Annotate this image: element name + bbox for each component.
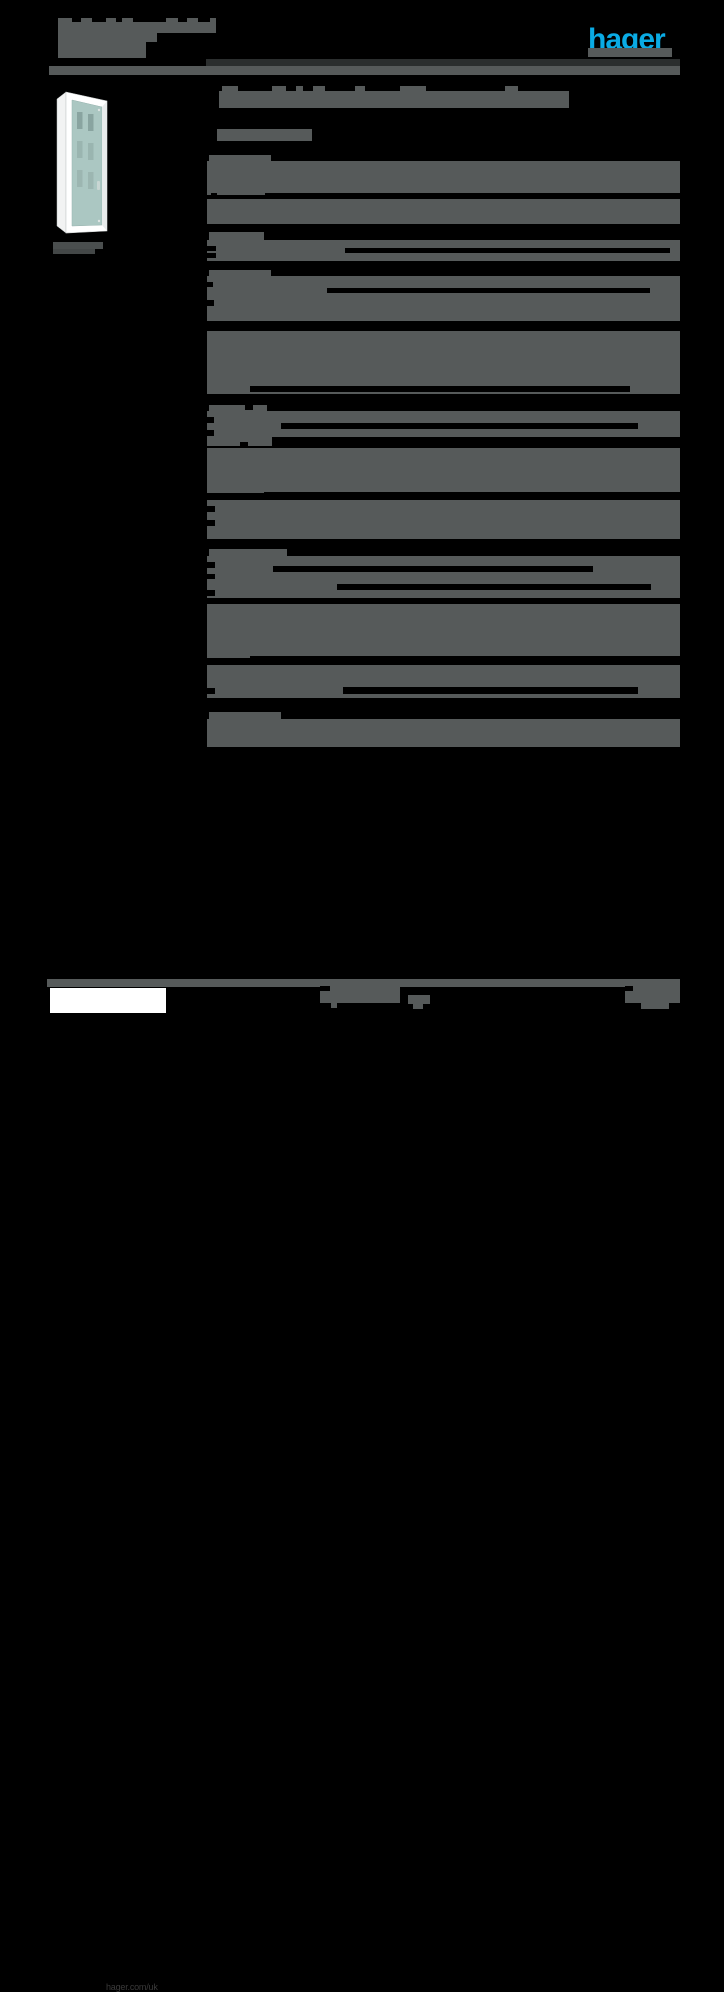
page-subtitle	[217, 129, 312, 141]
title-notch	[72, 18, 81, 22]
row-gap	[207, 430, 214, 436]
document-title-line-3	[58, 41, 146, 58]
row-separator	[207, 698, 680, 712]
row-separator	[264, 492, 680, 500]
row-separator	[207, 539, 680, 549]
value-gap	[343, 687, 638, 694]
title-ascender	[355, 86, 365, 92]
row-gap	[207, 520, 215, 526]
section-heading	[209, 232, 264, 240]
title-notch	[92, 18, 106, 22]
table-row	[207, 604, 680, 613]
title-ascender	[272, 86, 286, 92]
row-gap	[207, 282, 213, 287]
row-gap	[207, 574, 215, 579]
title-notch	[133, 18, 166, 22]
logo-redaction-bar	[588, 48, 672, 57]
row-separator	[207, 224, 680, 232]
row-separator	[276, 321, 680, 331]
page-title	[219, 91, 569, 108]
footer-url[interactable]: hager.com/uk	[106, 1982, 158, 1992]
table-row	[207, 199, 680, 224]
title-ascender	[296, 86, 303, 92]
row-gap	[207, 322, 214, 328]
row-gap	[207, 562, 215, 568]
footer-divider	[47, 979, 680, 987]
section-heading	[209, 549, 287, 556]
section-heading	[209, 270, 271, 276]
footer-center-descender	[331, 1003, 337, 1008]
row-separator	[272, 437, 680, 448]
row-separator	[207, 261, 680, 270]
document-page: hager	[45, 18, 680, 1992]
rule-trim	[45, 66, 49, 75]
footer-page-number	[408, 995, 430, 1004]
row-gap	[207, 493, 215, 499]
table-row	[207, 613, 680, 658]
footer-url-box: hager.com/uk	[50, 988, 166, 1992]
header-divider	[45, 66, 680, 75]
footer-right-descender	[641, 1003, 669, 1009]
footer-center-text	[320, 986, 400, 1003]
footer-right-text	[625, 986, 680, 1003]
value-gap	[337, 584, 651, 590]
table-row	[207, 331, 680, 372]
product-caption-line-2	[53, 249, 95, 254]
section-heading	[209, 155, 271, 161]
row-gap	[207, 688, 215, 694]
heading-gap	[245, 405, 253, 410]
row-gap	[207, 590, 215, 596]
value-gap	[273, 566, 593, 572]
row-separator	[250, 656, 680, 665]
footer-page-descender	[413, 1004, 423, 1009]
header-divider-shadow	[206, 59, 680, 66]
footer-gap	[625, 986, 633, 991]
title-ascender	[505, 86, 518, 92]
table-row	[207, 556, 680, 598]
title-notch	[198, 18, 210, 22]
row-gap	[207, 246, 216, 251]
product-caption-line-1	[53, 242, 103, 249]
value-gap	[327, 288, 650, 293]
table-row	[207, 500, 680, 539]
product-image	[55, 85, 117, 240]
document-title-line-2	[58, 29, 157, 42]
title-notch	[178, 18, 187, 22]
title-notch	[116, 18, 122, 22]
title-ascender	[222, 86, 238, 92]
table-row	[207, 448, 680, 493]
row-gap	[207, 417, 214, 423]
value-gap	[281, 423, 638, 429]
section-heading	[209, 405, 267, 411]
table-row	[207, 719, 680, 747]
value-gap	[345, 248, 670, 253]
title-ascender	[313, 86, 325, 92]
section-heading	[209, 712, 281, 719]
row-gap	[207, 300, 214, 306]
row-separator	[207, 394, 680, 405]
value-gap	[250, 386, 630, 392]
row-gap	[207, 253, 216, 258]
value-gap	[265, 193, 680, 199]
row-gap	[240, 442, 248, 447]
footer-gap	[320, 986, 330, 991]
title-ascender	[400, 86, 426, 92]
table-row	[207, 276, 680, 321]
row-gap	[207, 658, 215, 664]
row-gap	[207, 506, 215, 512]
table-row	[207, 161, 680, 195]
row-gap	[211, 193, 217, 199]
